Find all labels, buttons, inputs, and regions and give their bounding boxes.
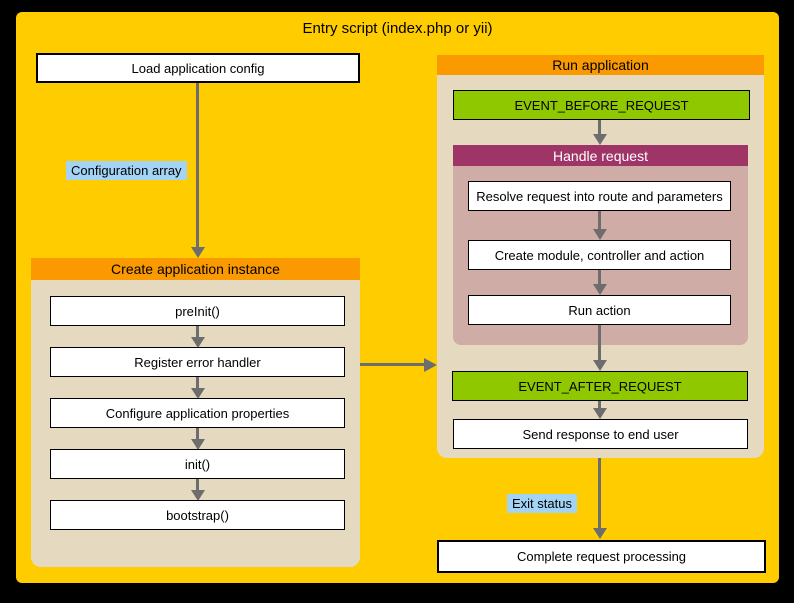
node-resolve-request: Resolve request into route and parameter… <box>468 181 731 211</box>
arrow-handle-step2-head <box>593 284 607 295</box>
node-bootstrap: bootstrap() <box>50 500 345 530</box>
arrow-create-step1-line <box>196 326 199 337</box>
arrow-create-to-run-line <box>360 363 424 366</box>
node-complete-request-processing: Complete request processing <box>437 540 766 573</box>
run-application-header: Run application <box>437 55 764 75</box>
arrow-handle-step2-line <box>598 270 601 284</box>
node-event-before-request: EVENT_BEFORE_REQUEST <box>453 90 750 120</box>
handle-request-header: Handle request <box>453 145 748 166</box>
config-array-label: Configuration array <box>66 161 187 180</box>
exit-status-label: Exit status <box>507 494 577 513</box>
arrow-config-to-create-head <box>191 247 205 258</box>
arrow-run-to-complete-line <box>598 458 601 528</box>
arrow-before-to-handle-head <box>593 134 607 145</box>
diagram-title: Entry script (index.php or yii) <box>302 20 493 37</box>
arrow-create-to-run-head <box>424 358 437 372</box>
arrow-before-to-handle-line <box>598 120 601 134</box>
node-run-action: Run action <box>468 295 731 325</box>
create-application-header: Create application instance <box>31 258 360 280</box>
arrow-create-step4-head <box>191 490 205 501</box>
node-event-after-request: EVENT_AFTER_REQUEST <box>452 371 748 401</box>
arrow-after-to-send-head <box>593 408 607 419</box>
run-application-group: Run application EVENT_BEFORE_REQUEST Han… <box>437 55 764 458</box>
node-configure-application-properties: Configure application properties <box>50 398 345 428</box>
node-send-response: Send response to end user <box>453 419 748 449</box>
arrow-create-step3-head <box>191 439 205 450</box>
arrow-create-step2-head <box>191 388 205 399</box>
arrow-create-step2-line <box>196 377 199 388</box>
arrow-create-step1-head <box>191 337 205 348</box>
node-load-application-config: Load application config <box>36 53 360 83</box>
arrow-run-to-complete-head <box>593 528 607 539</box>
create-application-group: Create application instance preInit() Re… <box>31 258 360 567</box>
arrow-create-step4-line <box>196 479 199 490</box>
arrow-handle-step1-line <box>598 211 601 229</box>
arrow-handle-step1-head <box>593 229 607 240</box>
node-preinit: preInit() <box>50 296 345 326</box>
arrow-config-to-create-line <box>196 83 199 247</box>
arrow-after-to-send-line <box>598 401 601 409</box>
node-create-module-controller-action: Create module, controller and action <box>468 240 731 270</box>
arrow-create-step3-line <box>196 428 199 439</box>
arrow-handle-to-after-line <box>598 325 601 360</box>
handle-request-group: Handle request Resolve request into rout… <box>453 145 748 345</box>
arrow-handle-to-after-head <box>593 360 607 371</box>
node-init: init() <box>50 449 345 479</box>
node-register-error-handler: Register error handler <box>50 347 345 377</box>
